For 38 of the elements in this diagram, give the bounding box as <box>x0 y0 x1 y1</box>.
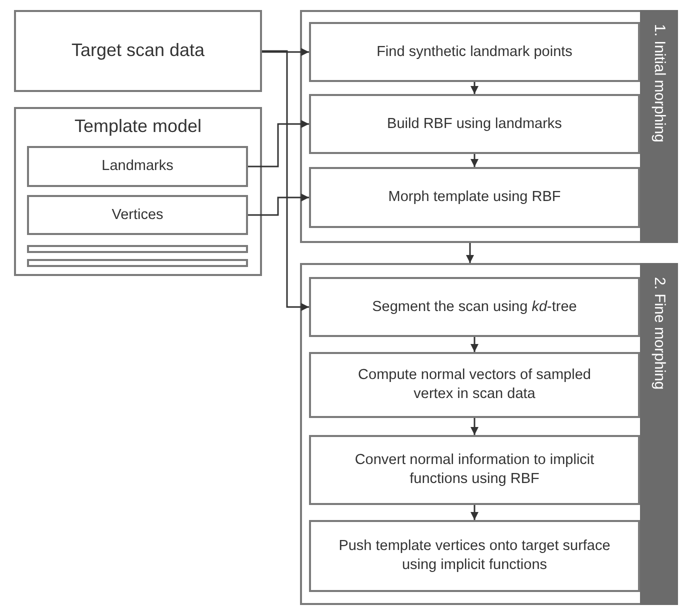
stage-panel <box>300 10 678 243</box>
process-box <box>309 94 640 154</box>
process-box <box>309 520 640 592</box>
stage-band-label: 2. Fine morphing <box>640 263 678 605</box>
arrow <box>248 120 309 168</box>
arrow <box>470 418 478 435</box>
arrow <box>262 48 309 56</box>
arrow <box>248 194 309 216</box>
process-box <box>309 277 640 337</box>
bar-shape <box>27 245 248 253</box>
box-label: Build RBF using landmarks <box>387 114 562 134</box>
arrow <box>470 82 478 94</box>
box-label: Target scan data <box>71 39 205 62</box>
stage-panel <box>300 263 678 605</box>
arrow <box>262 50 309 311</box>
box-label: Segment the scan using kd-tree <box>372 298 577 316</box>
stage-band-label: 1. Initial morphing <box>640 10 678 243</box>
process-box <box>14 10 262 92</box>
bar-shape <box>27 259 248 267</box>
box-label: Find synthetic landmark points <box>376 42 572 62</box>
box-label: Vertices <box>112 206 164 224</box>
arrow <box>470 154 478 167</box>
process-box <box>309 352 640 418</box>
box-label: Morph template using RBF <box>388 188 561 207</box>
arrow <box>470 505 478 520</box>
process-box <box>27 195 248 235</box>
box-label: Convert normal information to implicit functions using RBF <box>354 451 596 489</box>
arrow <box>466 243 474 263</box>
process-box <box>309 167 640 228</box>
arrow <box>470 337 478 352</box>
box-label: Compute normal vectors of sampled vertex in scan data <box>357 366 592 404</box>
process-box <box>309 435 640 505</box>
process-box <box>309 22 640 82</box>
group-box <box>14 107 262 276</box>
process-box <box>27 146 248 187</box>
box-label: Push template vertices onto target surface using implicit functions <box>338 537 612 575</box>
group-heading: Template model <box>74 115 202 138</box>
box-label: Landmarks <box>102 157 174 176</box>
